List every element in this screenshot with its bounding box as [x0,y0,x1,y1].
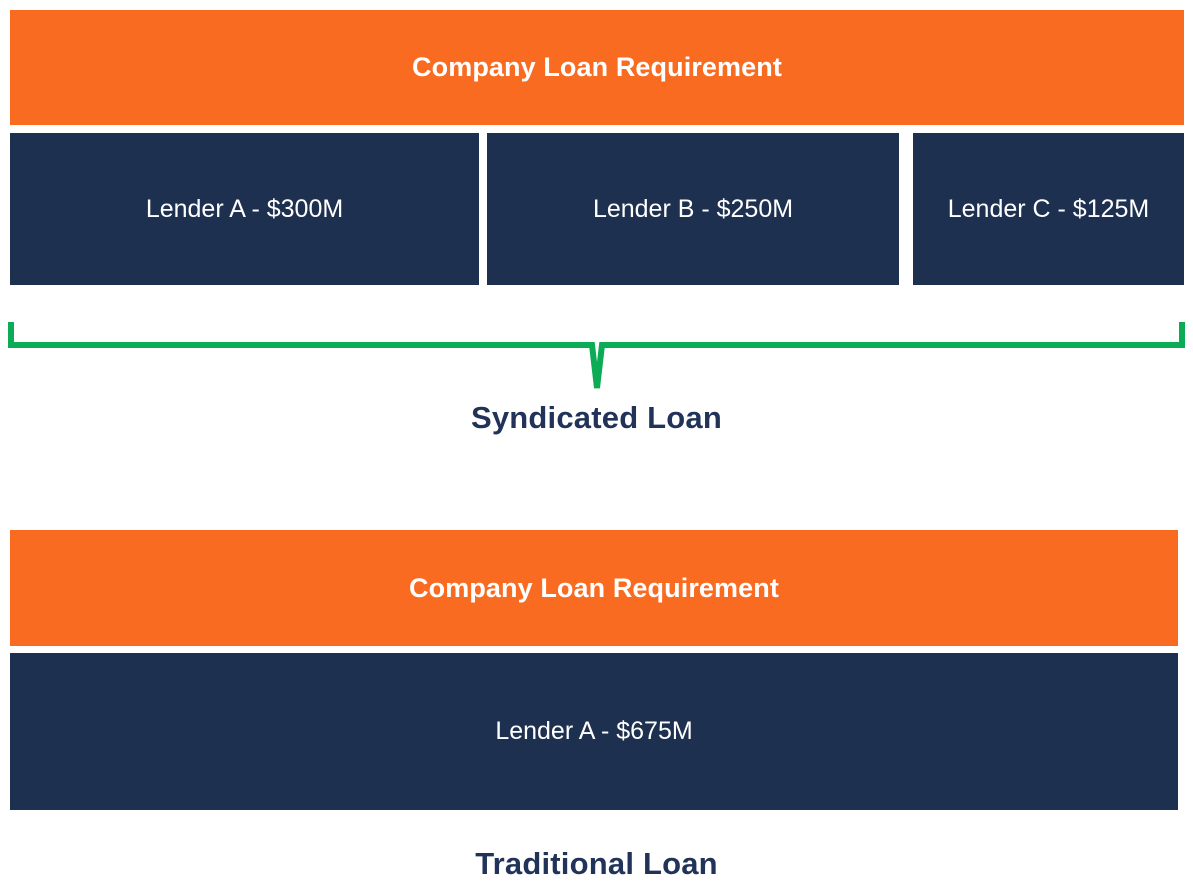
syndicated-lender-c-label: Lender C - $125M [947,194,1150,223]
syndicated-lender-c-box: Lender C - $125M [913,133,1184,285]
traditional-company-loan-requirement-label: Company Loan Requirement [409,572,779,603]
syndicated-company-loan-requirement-bar: Company Loan Requirement [10,10,1184,125]
syndicated-lender-a-box: Lender A - $300M [10,133,479,285]
syndicated-lender-b-box: Lender B - $250M [487,133,899,285]
traditional-lender-a-box: Lender A - $675M [10,653,1178,810]
syndicated-lender-b-label: Lender B - $250M [592,194,794,223]
syndicated-lender-a-label: Lender A - $300M [145,194,344,223]
traditional-lender-a-label: Lender A - $675M [495,717,693,745]
traditional-company-loan-requirement-bar: Company Loan Requirement [10,530,1178,646]
syndicated-company-loan-requirement-label: Company Loan Requirement [412,52,782,82]
bracket-path [8,322,1185,389]
syndicated-loan-caption: Syndicated Loan [470,400,723,435]
syndicated-group-bracket-icon [8,322,1185,389]
traditional-loan-caption: Traditional Loan [475,846,718,881]
